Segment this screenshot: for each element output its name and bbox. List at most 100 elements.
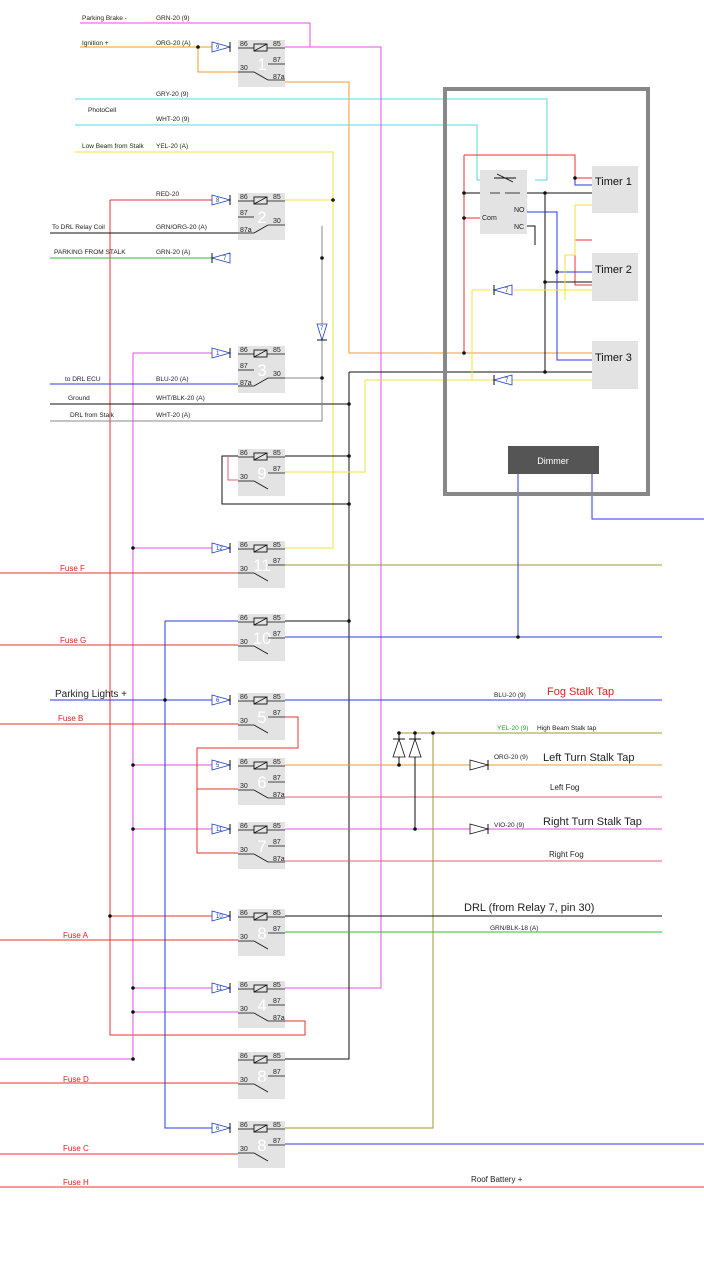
label-ignition-color: ORG-20 (A) <box>156 40 191 47</box>
relay-coil-slash <box>253 43 268 52</box>
diode-triangle <box>211 41 232 53</box>
diode-triangle <box>211 542 232 554</box>
label-to-drl-coil: To DRL Relay Coil <box>52 224 105 231</box>
diode-number: 6 <box>216 1126 220 1132</box>
label-low-beam: Low Beam from Stalk <box>82 143 145 150</box>
diode-triangle <box>211 1122 232 1134</box>
diode-number: 10 <box>216 914 223 920</box>
relay-coil <box>253 452 268 461</box>
diode-6: 7 <box>492 284 513 296</box>
pin-87: 87 <box>273 466 281 473</box>
diode-number: 7 <box>223 256 227 262</box>
diode-triangle <box>211 694 232 706</box>
label-fuse-c: Fuse C <box>63 1144 89 1153</box>
relay-coil-slash <box>253 452 268 461</box>
relay-coil <box>253 43 268 52</box>
label-parking-stalk-color: GRN-20 (A) <box>156 249 190 256</box>
tap-diode-1 <box>392 737 406 758</box>
diode-triangle <box>210 252 231 264</box>
diode-triangle <box>392 737 406 758</box>
timer-3-box <box>592 341 638 389</box>
relay-coil-slash <box>253 761 268 770</box>
relay-switch <box>253 789 269 799</box>
diode-triangle <box>211 759 232 771</box>
diode-4: 1 <box>211 347 232 359</box>
pin-30: 30 <box>273 218 281 225</box>
diode-number: 6 <box>216 698 220 704</box>
relay-number: 6 <box>257 773 266 792</box>
pin-85: 85 <box>273 347 281 354</box>
pin-87: 87 <box>273 558 281 565</box>
label-to-drl-ecu-color: BLU-20 (A) <box>156 376 189 383</box>
diode-number: 12 <box>216 546 223 552</box>
pin-87: 87 <box>273 631 281 638</box>
timer-2-label: Timer 2 <box>595 264 632 276</box>
diode-triangle <box>316 323 328 342</box>
label-gry: GRY-20 (9) <box>156 91 189 98</box>
relay-number: 11 <box>253 556 271 575</box>
pin-87: 87 <box>273 710 281 717</box>
pin-85: 85 <box>273 1053 281 1060</box>
relay-coil-slash <box>253 617 268 626</box>
label-photocell: PhotoCell <box>88 107 117 114</box>
label-red20: RED-20 <box>156 191 180 198</box>
label-grn-blk18: GRN/BLK-18 (A) <box>490 925 538 932</box>
relay-coil <box>253 912 268 921</box>
pin-85: 85 <box>273 542 281 549</box>
diode-triangle <box>211 194 232 206</box>
diode-3: 7 <box>210 252 231 264</box>
label-to-drl-coil-color: GRN/ORG-20 (A) <box>156 224 207 231</box>
pin-85: 85 <box>273 615 281 622</box>
diode-11: 11 <box>211 823 232 835</box>
label-fuse-b: Fuse B <box>58 714 83 723</box>
pin-30: 30 <box>273 371 281 378</box>
diode-13: 11 <box>211 982 232 994</box>
label-fog-stalk-tap: Fog Stalk Tap <box>547 686 614 698</box>
pin-87a: 87a <box>240 227 252 234</box>
diode-7: 7 <box>492 374 513 386</box>
pin-30: 30 <box>240 566 248 573</box>
pin-30: 30 <box>240 1006 248 1013</box>
label-left-turn-tap: Left Turn Stalk Tap <box>543 752 635 764</box>
relay-coil <box>253 1124 268 1133</box>
pin-85: 85 <box>273 1122 281 1129</box>
label-fuse-a: Fuse A <box>63 931 89 940</box>
relay-switch <box>253 71 269 81</box>
timer-module-box <box>443 87 650 496</box>
label-ground: Ground <box>68 395 90 402</box>
label-yel20-9: YEL-20 (9) <box>497 725 528 732</box>
timer-1-box <box>592 166 638 213</box>
relay-coil <box>253 825 268 834</box>
pin-85: 85 <box>273 759 281 766</box>
pin-85: 85 <box>273 194 281 201</box>
pin-85: 85 <box>273 982 281 989</box>
diode-number: 7 <box>505 288 509 294</box>
pin-87a: 87a <box>273 856 285 863</box>
wire-ignition-30 <box>197 47 238 73</box>
label-roof-battery: Roof Battery + <box>471 1175 523 1184</box>
relay-coil <box>253 984 268 993</box>
relay-number: 7 <box>257 837 266 856</box>
label-fuse-h: Fuse H <box>63 1178 89 1187</box>
diode-triangle <box>211 910 232 922</box>
relay-switch <box>253 1012 269 1022</box>
label-fuse-d: Fuse D <box>63 1075 89 1084</box>
wire-87a-orange <box>285 81 592 354</box>
relay-coil-slash <box>253 1124 268 1133</box>
relay-number: 8 <box>257 1136 266 1155</box>
pin-87a: 87a <box>240 380 252 387</box>
relay-number: 8 <box>257 924 266 943</box>
pin-30: 30 <box>240 639 248 646</box>
label-org20-9: ORG-20 (9) <box>494 754 528 761</box>
diode-2: 8 <box>211 194 232 206</box>
pin-86: 86 <box>240 982 248 989</box>
diode-number: 5 <box>216 763 220 769</box>
